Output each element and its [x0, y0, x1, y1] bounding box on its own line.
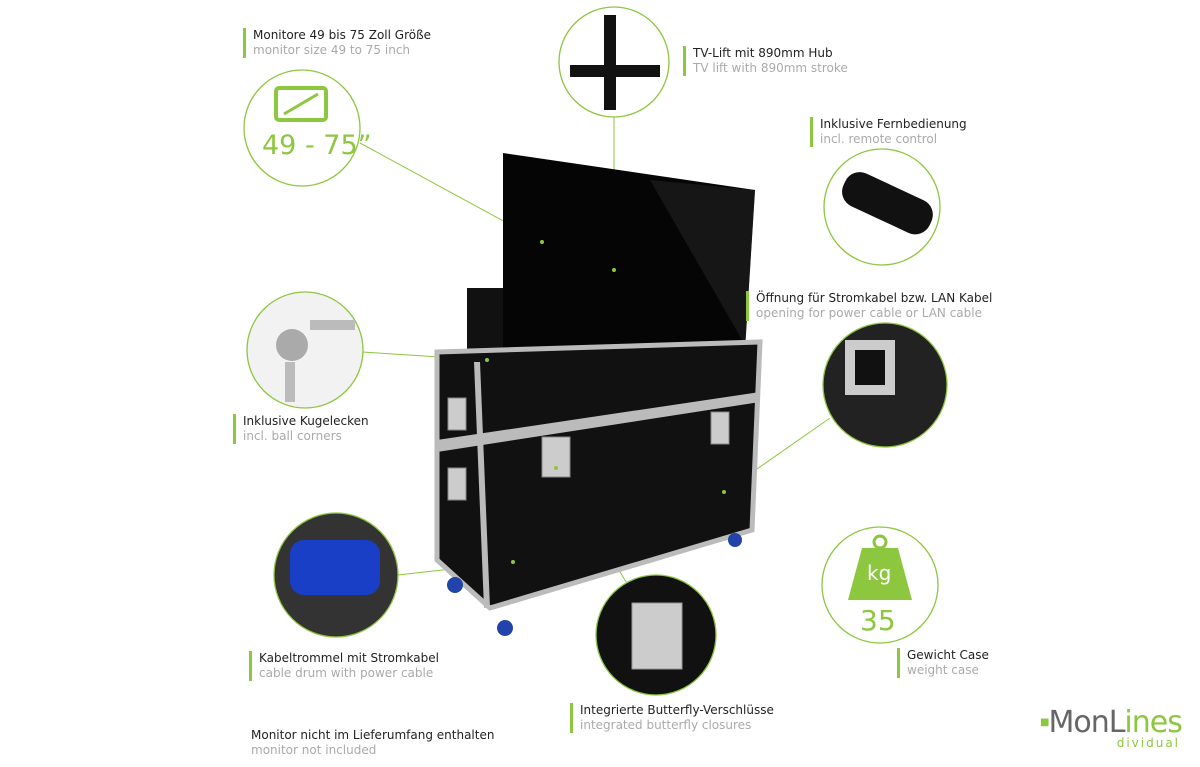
weight-icon — [848, 548, 912, 600]
tv-lift-icon — [604, 15, 616, 110]
lift-mechanism — [467, 288, 503, 350]
ball-corner-icon — [276, 329, 308, 361]
butterfly-latch — [541, 436, 571, 478]
cable-drum-icon — [290, 540, 380, 595]
size-circle — [243, 69, 361, 187]
butterfly-latch-icon — [631, 602, 683, 670]
brand-logo: ■MonLines dividual — [1040, 705, 1183, 751]
weight-unit: kg — [867, 561, 892, 585]
size-badge: 49 - 75” — [262, 130, 372, 161]
remote-icon — [842, 172, 933, 235]
weight-value: 35 — [860, 604, 896, 637]
screen-size-icon — [274, 86, 328, 122]
